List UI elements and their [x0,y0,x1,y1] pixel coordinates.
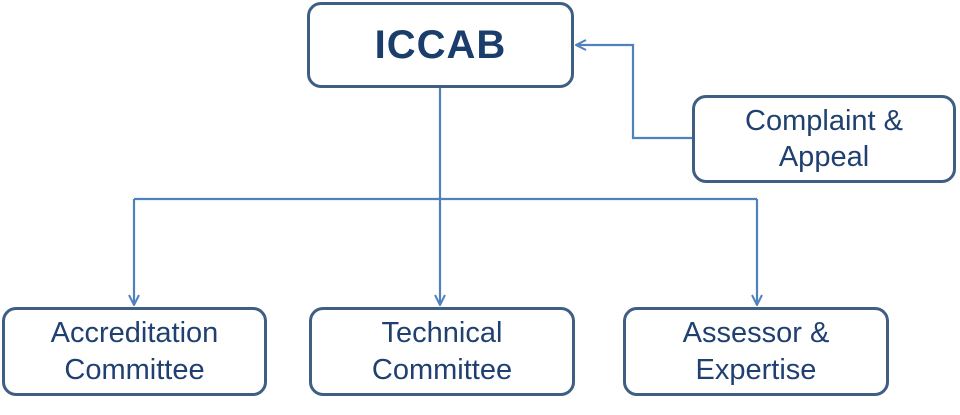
node-iccab-label: ICCAB [374,23,507,67]
node-accreditation-committee-line1: Accreditation [50,317,219,350]
node-complaint-appeal-line1: Complaint & [745,104,903,137]
node-technical-committee: Technical Committee [309,307,575,396]
node-complaint-appeal-line2: Appeal [778,141,870,173]
node-accreditation-committee: Accreditation Committee [2,307,267,396]
node-technical-committee-line1: Technical [381,317,503,350]
node-assessor-expertise: Assessor & Expertise [623,307,889,396]
edge-complaint-to-iccab [576,45,692,140]
node-iccab: ICCAB [307,2,574,88]
node-assessor-expertise-line1: Assessor & [682,317,830,350]
node-assessor-expertise-line2: Expertise [695,353,817,386]
node-complaint-appeal: Complaint & Appeal [692,95,956,183]
node-technical-committee-line2: Committee [371,353,513,386]
node-accreditation-committee-line2: Committee [64,353,205,386]
